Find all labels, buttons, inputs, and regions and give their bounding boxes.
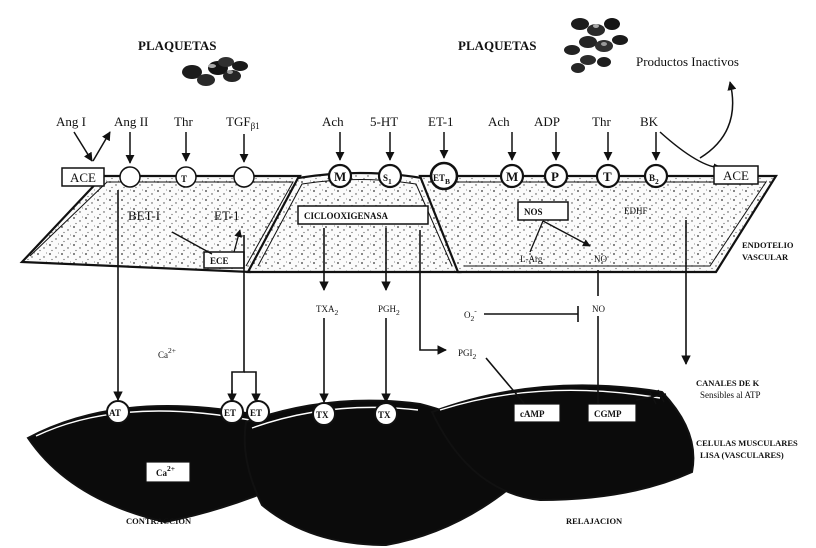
platelets-cluster-left	[182, 57, 248, 86]
no-endo-label: NO	[594, 254, 607, 264]
receptor-tgf-circle	[234, 167, 254, 187]
svg-text:P: P	[551, 169, 559, 184]
enzyme-cyclooxygenase: CICLOOXIGENASA	[298, 206, 428, 224]
receptor-m-left: M	[329, 165, 351, 187]
agonist-ach-left: Ach	[322, 114, 344, 129]
muscle-receptor-et-b: ET	[247, 401, 269, 423]
svg-text:CICLOOXIGENASA: CICLOOXIGENASA	[304, 211, 389, 221]
svg-text:cAMP: cAMP	[520, 409, 545, 419]
o2-label: O2-	[464, 306, 477, 323]
smooth-muscle-label-line1: CELULAS MUSCULARES	[696, 438, 798, 448]
muscle-receptor-et-a: ET	[221, 401, 243, 423]
receptor-s1: S1	[379, 165, 401, 187]
svg-text:T: T	[603, 169, 612, 184]
agonist-tgf: TGFβ1	[226, 114, 260, 131]
platelets-cluster-right	[564, 18, 628, 73]
agonist-bk: BK	[640, 114, 659, 129]
svg-text:AT: AT	[109, 408, 121, 418]
pgh2-label: PGH2	[378, 304, 400, 317]
receptor-b2: B2	[645, 165, 667, 187]
svg-text:TX: TX	[378, 410, 391, 420]
receptor-t-left: T	[176, 167, 196, 187]
endothelium-label-line2: VASCULAR	[742, 252, 789, 262]
platelets-label-left: PLAQUETAS	[138, 38, 217, 53]
svg-text:ECE: ECE	[210, 256, 229, 266]
txa2-label: TXA2	[316, 304, 339, 317]
svg-text:ACE: ACE	[723, 168, 749, 183]
svg-text:M: M	[506, 169, 518, 184]
svg-text:CGMP: CGMP	[594, 409, 622, 419]
receptor-p: P	[545, 165, 567, 187]
enzyme-ace-right: ACE	[714, 166, 758, 184]
svg-text:TX: TX	[316, 410, 329, 420]
no-mid-label: NO	[592, 304, 605, 314]
agonist-ang2: Ang II	[114, 114, 148, 129]
enzyme-ece: ECE	[204, 252, 244, 268]
muscle-box-camp: cAMP	[514, 404, 560, 422]
svg-text:ET: ET	[224, 408, 236, 418]
svg-text:T: T	[181, 174, 187, 184]
bet1-label: BET-I	[128, 208, 160, 223]
agonist-arrows	[74, 82, 733, 168]
k-channels-label-line2: Sensibles al ATP	[700, 390, 761, 400]
enzyme-ace-left: ACE	[62, 168, 104, 186]
pgi2-label: PGI2	[458, 348, 477, 361]
muscle-box-cgmp: CGMP	[588, 404, 636, 422]
edhf-label: EDHF	[624, 206, 648, 216]
receptor-m-right: M	[501, 165, 523, 187]
agonist-ach-right: Ach	[488, 114, 510, 129]
agonist-thr-left: Thr	[174, 114, 193, 129]
agonist-5ht: 5-HT	[370, 114, 398, 129]
enzyme-nos: NOS	[518, 202, 568, 220]
ca-top-label: Ca2+	[158, 346, 176, 360]
endothelium-label-line1: ENDOTELIO	[742, 240, 794, 250]
relaxation-label: RELAJACION	[566, 516, 623, 526]
inactive-products-label: Productos Inactivos	[636, 54, 739, 69]
agonist-ang1: Ang I	[56, 114, 86, 129]
muscle-box-ca: Ca2+	[146, 462, 190, 482]
agonist-adp: ADP	[534, 114, 560, 129]
svg-text:M: M	[334, 169, 346, 184]
et1-endo-label: ET-1	[214, 208, 240, 223]
svg-text:NOS: NOS	[524, 207, 543, 217]
receptor-etb: ETB	[431, 163, 457, 189]
contraction-label: CONTRACCION	[126, 516, 192, 526]
platelets-label-right: PLAQUETAS	[458, 38, 537, 53]
receptor-ang2-circle	[120, 167, 140, 187]
k-channels-label-line1: CANALES DE K	[696, 378, 760, 388]
svg-text:ACE: ACE	[70, 170, 96, 185]
muscle-receptor-tx-2: TX	[375, 403, 397, 425]
muscle-receptor-tx-1: TX	[313, 403, 335, 425]
receptor-t-right: T	[597, 165, 619, 187]
larg-label: L-Arg	[520, 254, 543, 264]
svg-text:ET: ET	[250, 408, 262, 418]
agonist-et1: ET-1	[428, 114, 454, 129]
agonist-thr-right: Thr	[592, 114, 611, 129]
smooth-muscle-label-line2: LISA (VASCULARES)	[700, 450, 784, 460]
muscle-receptor-at: AT	[107, 401, 129, 423]
